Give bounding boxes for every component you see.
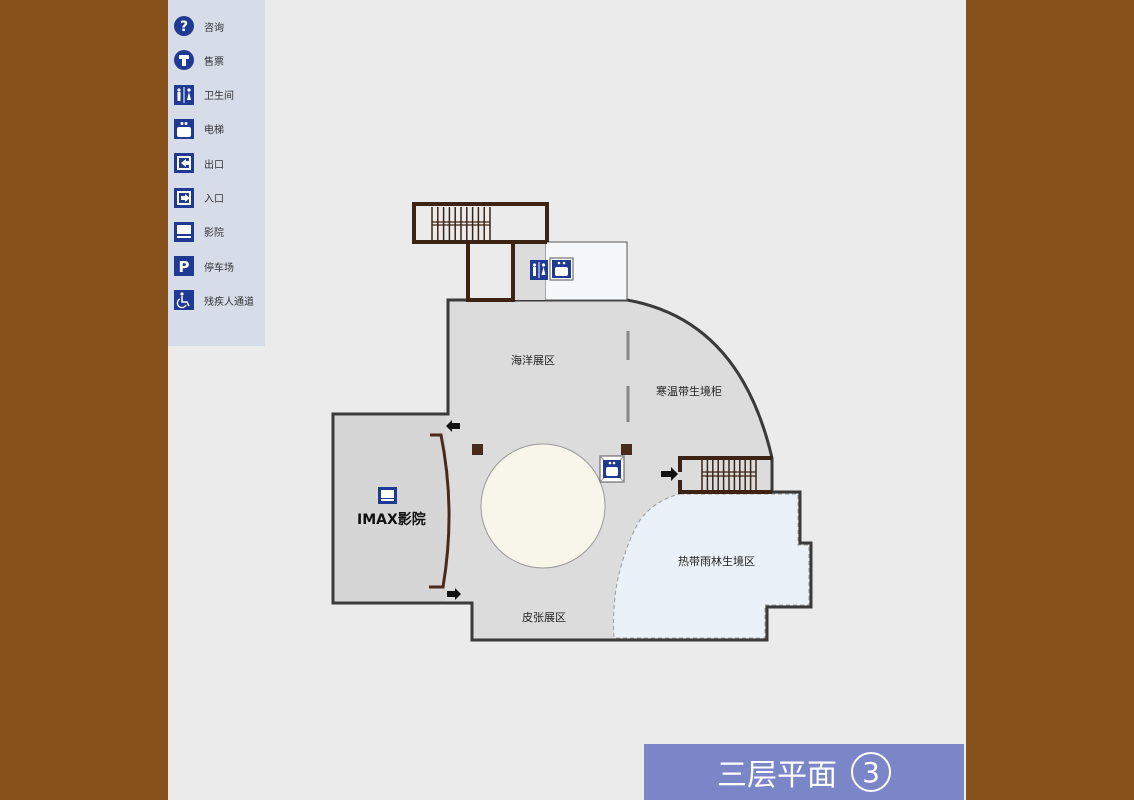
legend-item-elevator[interactable]: 电梯 — [174, 118, 224, 139]
stairs-right — [678, 456, 772, 494]
zone-tropical: 热带雨林生境区 — [678, 555, 755, 568]
zone-cold: 寒温带生境柜 — [656, 385, 722, 398]
legend-item-parking[interactable]: P 停车场 — [174, 256, 234, 277]
arrow-left-icon — [446, 420, 460, 432]
legend-item-question[interactable]: ? 咨询 — [174, 16, 224, 36]
stairs-top — [412, 202, 549, 302]
arrow-right-icon — [447, 588, 461, 600]
question-icon: ? — [174, 16, 194, 36]
legend-item-exit[interactable]: 出口 — [174, 153, 224, 174]
tropical-zone — [613, 493, 810, 639]
zone-skin: 皮张展区 — [522, 611, 566, 624]
legend-item-cinema[interactable]: 影院 — [174, 221, 224, 242]
entrance-icon — [174, 187, 194, 208]
legend-item-wheelchair[interactable]: 残疾人通道 — [174, 290, 254, 311]
legend-label: 残疾人通道 — [204, 296, 254, 308]
parking-icon: P — [174, 256, 194, 277]
imax-wall — [429, 433, 451, 589]
arrow-right-icon — [661, 467, 678, 481]
legend-label: 入口 — [204, 194, 224, 205]
zone-imax: IMAX影院 — [357, 512, 426, 528]
legend-item-ticket[interactable]: 售票 — [174, 50, 224, 71]
legend-label: 停车场 — [204, 262, 234, 274]
legend-label: 影院 — [204, 228, 224, 240]
legend-label: 出口 — [204, 159, 224, 171]
legend-item-restroom[interactable]: 卫生间 — [174, 84, 234, 105]
cinema-icon — [174, 221, 194, 242]
pillar — [621, 444, 632, 455]
legend-label: 卫生间 — [204, 91, 234, 103]
imax-hall — [335, 416, 446, 601]
cinema-icon — [378, 487, 397, 504]
legend-label: 售票 — [204, 56, 224, 68]
wheelchair-icon — [174, 290, 194, 311]
elevator-icon — [549, 257, 574, 281]
svg-text:?: ? — [180, 19, 188, 35]
legend-panel: ? 咨询售票卫生间电梯出口入口影院 P 停车场残疾人通道 — [168, 0, 265, 346]
elevator-icon — [174, 118, 194, 139]
legend-label: 咨询 — [204, 22, 224, 34]
legend-label: 电梯 — [204, 125, 224, 137]
legend-item-entrance[interactable]: 入口 — [174, 187, 224, 208]
floor-title-box: 三层平面 3 — [644, 744, 964, 800]
ticket-icon — [174, 50, 194, 71]
floor-number-badge: 3 — [851, 752, 891, 792]
restroom-icon — [530, 260, 548, 280]
restroom-icon — [174, 84, 194, 105]
exit-icon — [174, 153, 194, 174]
central-exhibit — [480, 443, 606, 569]
svg-text:P: P — [179, 258, 190, 276]
pillar — [472, 444, 483, 455]
elevator-icon — [599, 455, 625, 483]
floor-title: 三层平面 — [717, 758, 837, 793]
zone-ocean: 海洋展区 — [511, 354, 555, 367]
